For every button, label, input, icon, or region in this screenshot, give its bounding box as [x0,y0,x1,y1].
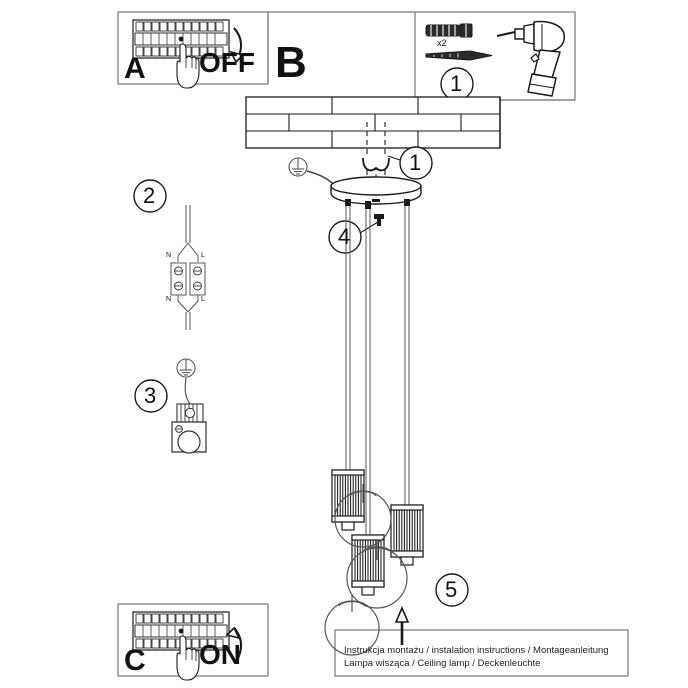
terminal-label-l-bottom: L [201,296,205,303]
suspension-cables [345,206,410,535]
arrow-up-curved-icon [225,626,243,663]
earth-wire-main [306,170,336,187]
arrow-up-icon [394,605,410,645]
terminal-block-icon [170,205,206,330]
arrow-down-curved-icon [229,27,245,64]
callout-1-bracket [387,146,433,180]
step-2-group [133,179,206,330]
wall-anchor-icon [425,23,473,38]
parts-panel [425,20,565,101]
panel-a-breaker-off [132,19,245,89]
panel-c-action-label: ON [199,639,241,670]
step-3-group [134,358,207,454]
earth-wire [184,377,191,405]
step-3-number: 3 [144,383,157,408]
step-1-number: 1 [450,71,463,96]
terminal-label-l-top: L [201,252,205,259]
panel-a-action-label: OFF [199,47,255,78]
callout-5-bulbs [435,573,469,607]
step-2-callout [133,179,167,213]
callout-4-setscrew [328,214,384,254]
panel-c-breaker-on [132,611,243,681]
panel-a-letter: A [124,52,146,85]
panel-b-letter: B [275,38,307,87]
caption-line-2: Lampa wisząca / Ceiling lamp / Deckenleu… [344,658,541,669]
step-2-number: 2 [143,183,156,208]
globe-bulb-icon-2 [334,484,392,548]
step-5-number: 5 [445,577,458,602]
ceiling-canopy-icon [330,176,422,209]
callout-1-number: 1 [409,150,422,175]
earth-ground-icon-main [288,157,308,177]
lampholder-icon-2 [390,504,424,566]
terminal-label-n-top: N [166,252,172,259]
lampholder-icon [171,403,207,454]
screw-icon [425,50,493,61]
caption-line-1: Instrukcja montażu / instalation instruc… [344,645,609,656]
globe-bulb-icon-3 [324,594,380,656]
ceiling-mount-screws [362,122,390,188]
terminal-label-n-bottom: N [166,296,172,303]
brick-ceiling-icon [245,96,501,149]
power-drill-icon [496,20,565,97]
earth-ground-icon [176,358,196,378]
lampholder-icon-1 [331,469,365,531]
step-4-number: 4 [338,224,351,249]
lampholder-icon-3 [351,534,385,596]
panel-c-letter: C [124,644,146,677]
wall-anchor-qty-label: x2 [437,38,447,48]
step-3-callout [134,379,168,413]
